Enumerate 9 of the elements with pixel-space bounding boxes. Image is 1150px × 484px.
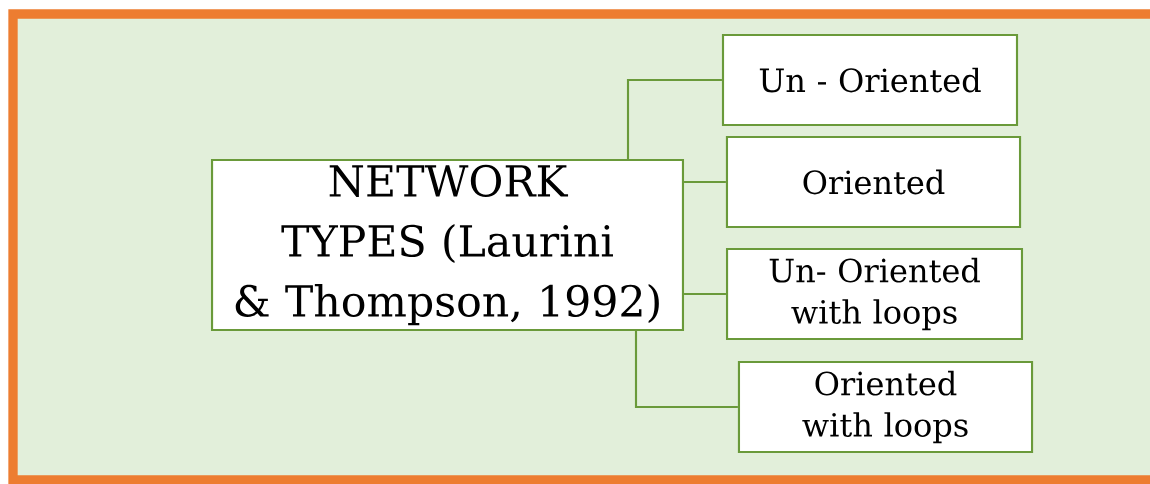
text-box: Un- Oriented with loops — [725, 247, 1024, 341]
connector-line — [684, 180, 726, 184]
text-box: Un - Oriented — [721, 33, 1019, 127]
connector-line — [684, 292, 726, 296]
text-box: NETWORK TYPES (Laurini & Thompson, 1992) — [210, 158, 685, 332]
text-box: Oriented — [725, 135, 1022, 229]
connector-line — [634, 331, 738, 409]
text-box: Oriented with loops — [737, 360, 1034, 454]
connector-line — [626, 78, 722, 159]
